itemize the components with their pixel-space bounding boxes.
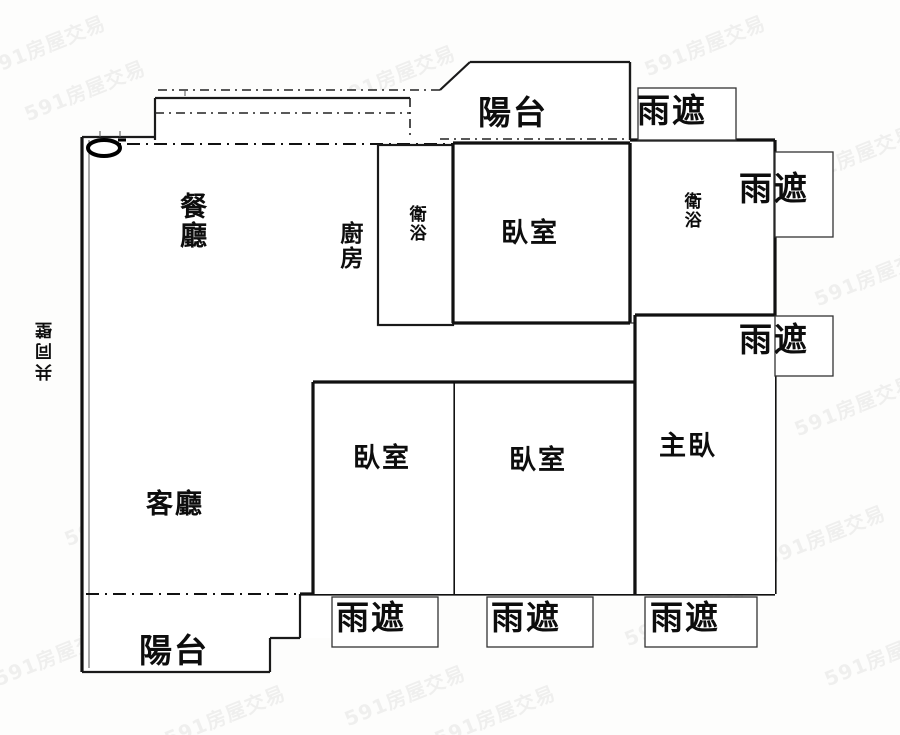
- awning-right-upper-box: [774, 151, 834, 238]
- awning-label-bottom-right: 雨遮: [650, 598, 720, 637]
- awning-bottom-right-box: [644, 596, 758, 648]
- awning-label-bottom-middle: 雨遮: [491, 598, 561, 637]
- room-label-dining-room: 餐廳: [175, 192, 207, 250]
- awning-right-lower-box: [774, 315, 834, 377]
- top-left-recess: [153, 96, 411, 140]
- room-label-kitchen: 廚房: [335, 221, 362, 271]
- room-label-bathroom-inner: 衛浴: [405, 205, 426, 243]
- awning-bottom-middle-box: [486, 596, 594, 648]
- shared-wall-label: 共同壁: [36, 318, 56, 381]
- lower-room-block: [311, 313, 775, 594]
- wall-tick-marks: [99, 90, 186, 137]
- awning-top-box: [637, 87, 737, 141]
- entry-door-marker: [86, 138, 126, 158]
- awning-label-right-lower: 雨遮: [739, 320, 809, 359]
- awning-bottom-left-box: [331, 596, 439, 648]
- room-label-balcony-top: 陽台: [478, 93, 548, 132]
- room-label-bathroom-right: 衛浴: [680, 192, 701, 230]
- room-label-bedroom-middle: 臥室: [509, 445, 567, 476]
- awning-label-bottom-left: 雨遮: [336, 598, 406, 637]
- room-label-bedroom-left: 臥室: [353, 443, 411, 474]
- upper-room-block: [376, 141, 775, 327]
- room-label-living-room: 客廳: [146, 489, 204, 520]
- room-label-bedroom-top: 臥室: [501, 218, 559, 249]
- awning-label-top: 雨遮: [637, 91, 707, 130]
- room-label-balcony-bottom: 陽台: [139, 631, 209, 670]
- room-label-master-bedroom: 主臥: [659, 431, 717, 462]
- awning-label-right-upper: 雨遮: [739, 169, 809, 208]
